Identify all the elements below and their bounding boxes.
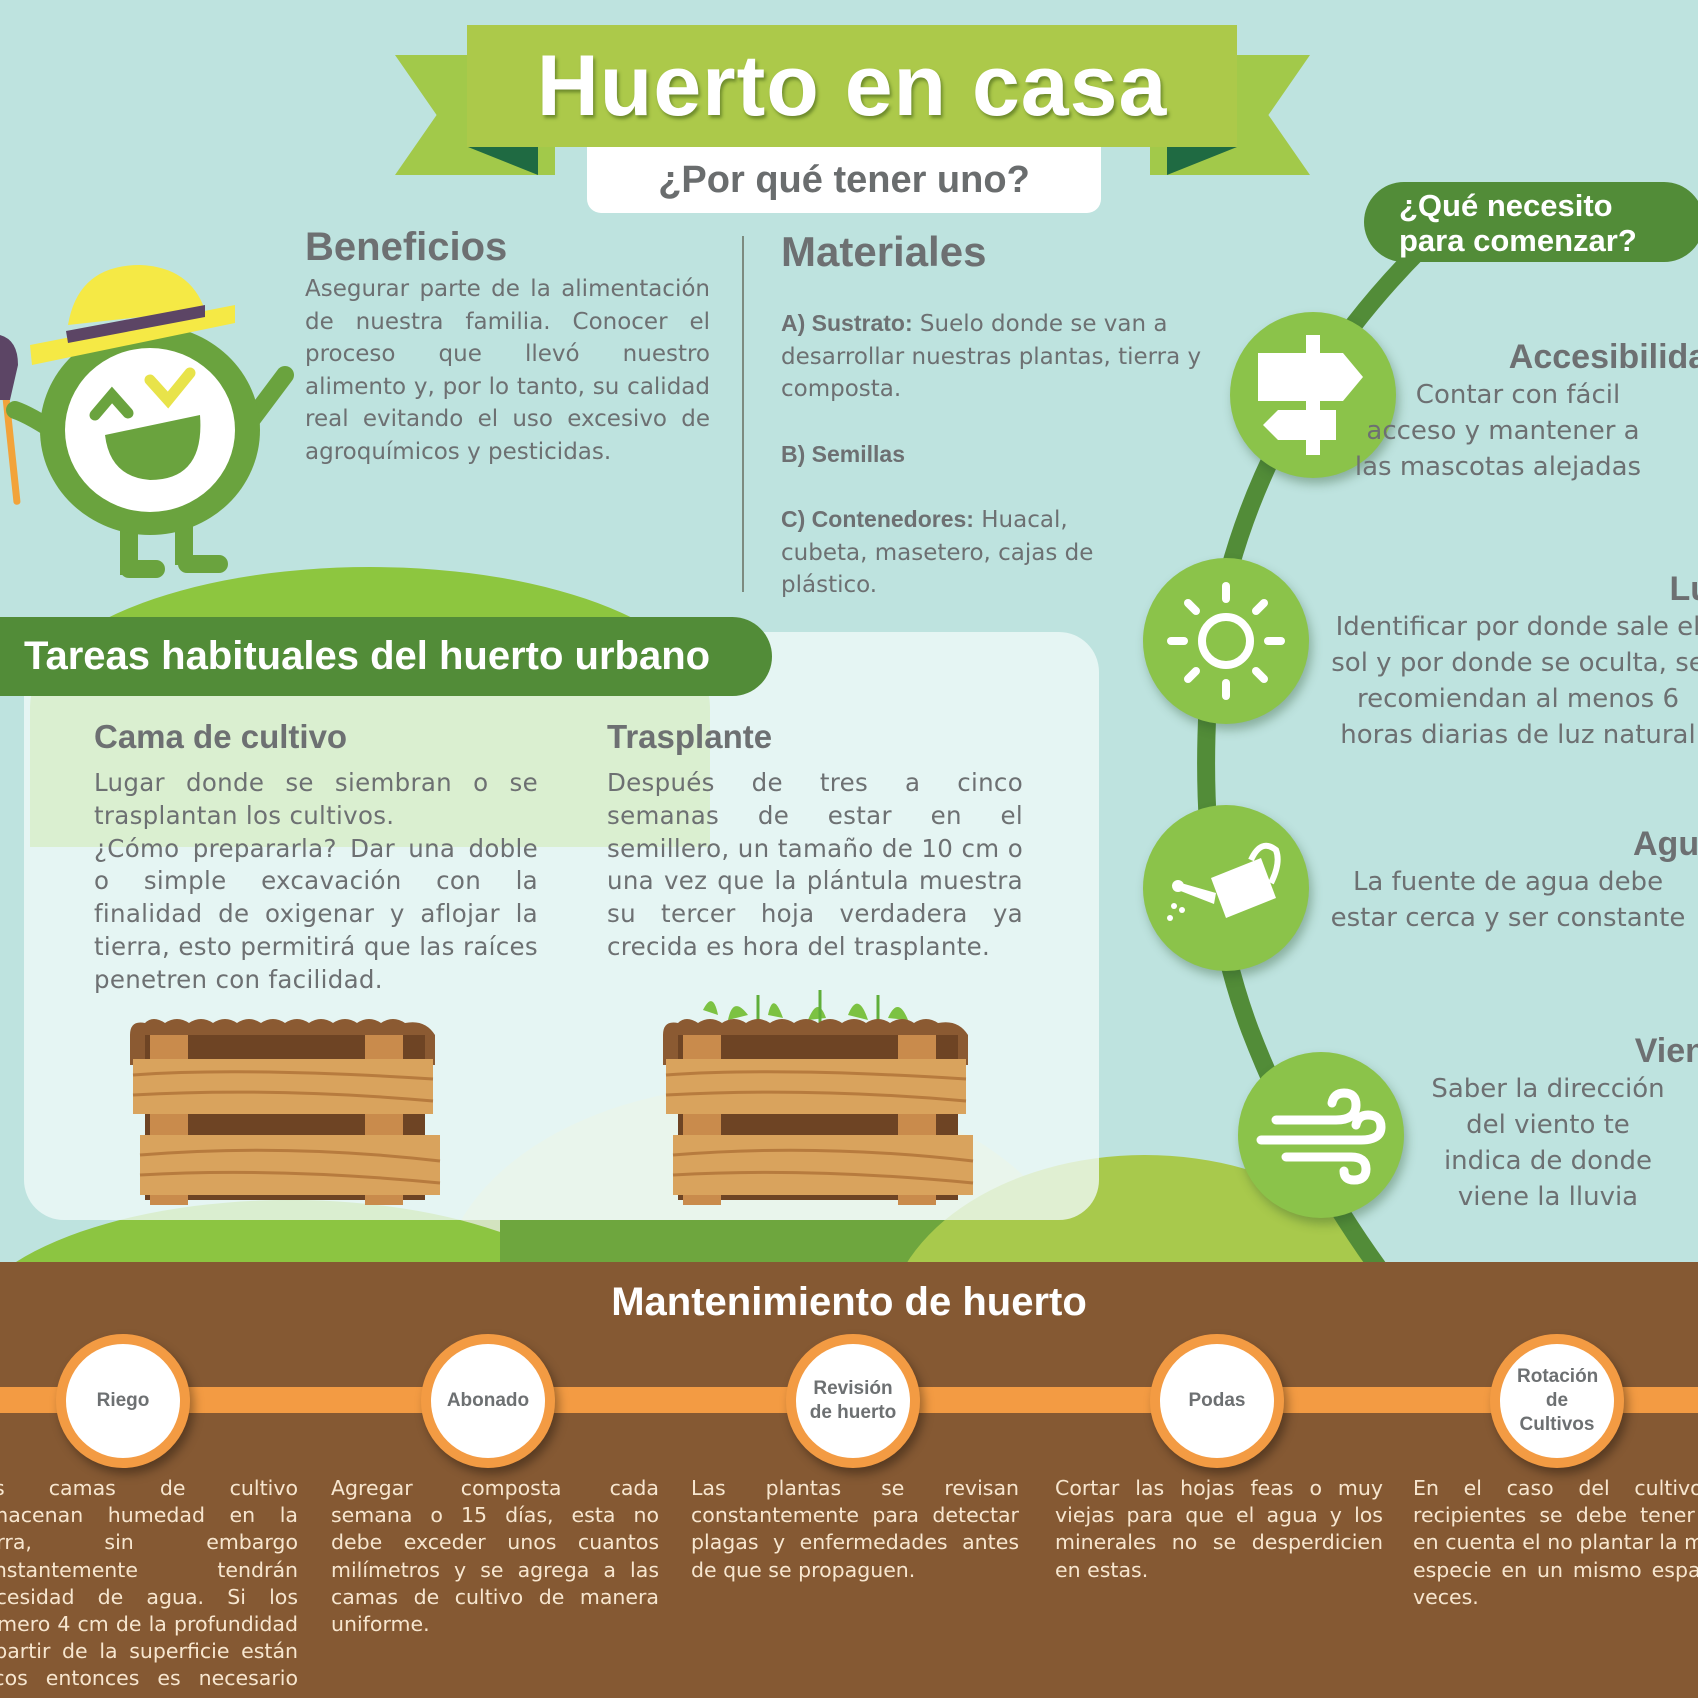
- need-line: del viento te: [1466, 1110, 1630, 1140]
- need-line: viene la lluvia: [1457, 1182, 1639, 1212]
- task-text-cama: Lugar donde se siembran o se trasplantan…: [94, 767, 538, 997]
- mant-text-abonado: Agregar composta cada semana o 15 días, …: [331, 1476, 659, 1637]
- need-line: las mascotas alejadas: [1354, 452, 1642, 482]
- material-label: C) Contenedores:: [781, 506, 974, 532]
- beneficios-heading: Beneficios: [305, 225, 508, 269]
- material-text: Suelo donde se van a desarrollar nuestra…: [781, 311, 1202, 402]
- column-divider: [742, 236, 744, 592]
- mantenimiento-section: Mantenimiento de huerto Riego Abonado Re…: [0, 1262, 1698, 1698]
- title-banner: Huerto en casa: [467, 25, 1237, 147]
- mantenimiento-heading: Mantenimiento de huerto: [611, 1280, 1087, 1324]
- need-icon-agua: [1143, 805, 1309, 971]
- mant-step-label: Rotación de Cultivos: [1517, 1366, 1599, 1435]
- need-title: Agua: [1633, 825, 1698, 863]
- mant-step-podas: Podas: [1150, 1334, 1284, 1468]
- mant-step-abonado: Abonado: [421, 1334, 555, 1468]
- mant-step-label: Riego: [96, 1390, 150, 1411]
- mant-step-label: Abonado: [446, 1390, 530, 1411]
- need-line: indica de donde: [1443, 1146, 1653, 1176]
- material-label: B) Semillas: [781, 441, 905, 467]
- material-item-contenedores: C) Contenedores: Huacal, cubeta, maseter…: [781, 503, 1141, 602]
- wind-icon: [1256, 1088, 1386, 1185]
- need-line: acceso y mantener a: [1366, 416, 1640, 446]
- need-line: recomiendan al menos 6: [1356, 684, 1679, 714]
- task-title-cama: Cama de cultivo: [94, 718, 348, 755]
- need-line: horas diarias de luz natural: [1340, 720, 1696, 750]
- mant-text-riego: Las camas de cultivo almacenan humedad e…: [0, 1476, 298, 1698]
- crate-plants-illustration: [663, 990, 974, 1205]
- need-line: sol y por donde se oculta, se: [1331, 648, 1698, 678]
- watering-can-icon: [1167, 842, 1281, 921]
- need-icon-luz: [1143, 558, 1309, 724]
- tareas-heading: Tareas habituales del huerto urbano: [24, 634, 711, 678]
- mant-step-riego: Riego: [56, 1334, 190, 1468]
- material-label: A) Sustrato:: [781, 310, 913, 336]
- beneficios-text: Asegurar parte de la alimentación de nue…: [305, 276, 710, 465]
- page-title: Huerto en casa: [536, 37, 1168, 134]
- material-text: Huacal, cubeta, masetero, cajas de plást…: [781, 507, 1094, 598]
- mascot-illustration: [0, 265, 294, 578]
- mant-step-label: Podas: [1188, 1390, 1246, 1411]
- need-item-agua: Agua La fuente de agua debe estar cerca …: [1298, 825, 1698, 936]
- sun-icon: [1167, 582, 1285, 700]
- need-heading-pill: ¿Qué necesito para comenzar?: [1364, 182, 1698, 262]
- need-heading-line1: ¿Qué necesito: [1399, 188, 1613, 223]
- mant-step-rotacion: Rotación de Cultivos: [1490, 1334, 1624, 1468]
- tareas-heading-pill: Tareas habituales del huerto urbano: [0, 617, 772, 696]
- task-text-part: ¿Cómo prepararla? Dar una doble o simple…: [94, 833, 538, 994]
- need-title: Viento: [1634, 1032, 1698, 1070]
- need-line: estar cerca y ser constante: [1330, 903, 1686, 933]
- task-title-trasplante: Trasplante: [607, 718, 773, 755]
- signpost-icon: [1258, 335, 1363, 455]
- need-icon-accesibilidad: [1230, 312, 1396, 478]
- need-item-luz: Luz Identificar por donde sale el sol y …: [1308, 570, 1698, 753]
- need-item-accesibilidad: Accesibilidad Contar con fácil acceso y …: [1278, 338, 1698, 485]
- need-item-viento: Viento Saber la dirección del viento te …: [1358, 1032, 1698, 1215]
- task-text-trasplante: Después de tres a cinco semanas de estar…: [607, 768, 1023, 961]
- need-heading-line2: para comenzar?: [1399, 223, 1637, 258]
- need-title: Luz: [1669, 570, 1698, 608]
- crate-soil-illustration: [130, 1019, 441, 1205]
- material-item-sustrato: A) Sustrato: Suelo donde se van a desarr…: [781, 307, 1221, 406]
- need-icon-viento: [1238, 1052, 1404, 1218]
- need-line: Contar con fácil: [1415, 380, 1621, 410]
- subtitle-box: ¿Por qué tener uno?: [587, 147, 1101, 213]
- materiales-heading: Materiales: [781, 228, 987, 275]
- need-title: Accesibilidad: [1508, 338, 1698, 376]
- task-text-part: Lugar donde se siembran o se trasplantan…: [94, 768, 538, 830]
- mant-step-revision: Revisión de huerto: [786, 1334, 920, 1468]
- mant-text-revision: Las plantas se revisan constantemente pa…: [691, 1476, 1019, 1582]
- need-line: Saber la dirección: [1431, 1074, 1665, 1104]
- material-item-semillas: B) Semillas: [781, 438, 1221, 472]
- page-subtitle: ¿Por qué tener uno?: [658, 158, 1030, 201]
- mant-text-rotacion: En el caso del cultivo en recipientes se…: [1413, 1476, 1698, 1609]
- mant-text-podas: Cortar las hojas feas o muy viejas para …: [1055, 1476, 1383, 1582]
- mant-step-label: Revisión de huerto: [809, 1378, 897, 1423]
- need-line: Identificar por donde sale el: [1335, 612, 1698, 642]
- need-line: La fuente de agua debe: [1352, 867, 1664, 897]
